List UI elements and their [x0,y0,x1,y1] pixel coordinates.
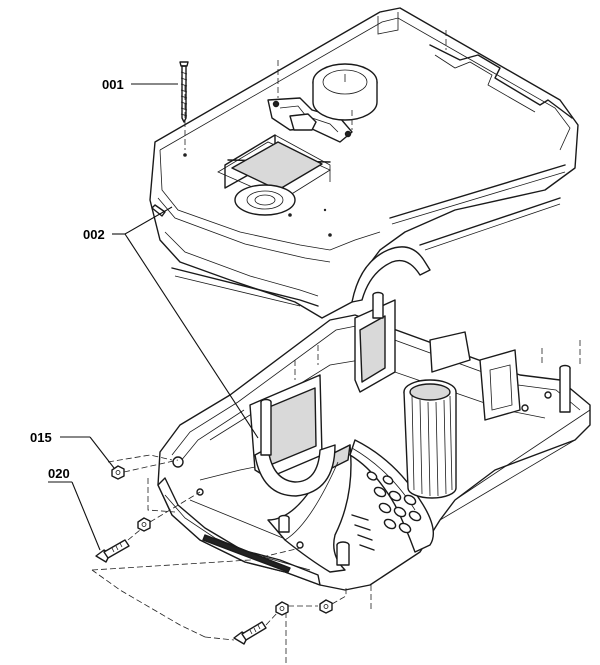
callout-label-002: 002 [83,227,105,242]
callout-002: 002 [83,206,259,439]
callout-label-001: 001 [102,77,124,92]
callout-020: 020 [48,466,101,551]
nut-015-a [111,465,125,480]
post-left [260,398,272,456]
callout-label-015: 015 [30,430,52,445]
callout-015: 015 [30,430,115,469]
bolt-020-a [95,539,130,563]
screw-001 [179,61,189,123]
callout-label-020: 020 [48,466,70,481]
nut-015-c [275,601,289,616]
bolt-020-b [233,621,267,645]
lower-housing [157,291,591,665]
cylinder-boss-front [234,184,296,216]
post-center [372,291,384,319]
top-cover [149,7,579,319]
post-front [336,541,350,566]
post-front-left [278,514,290,533]
motor-housing [403,379,457,499]
nut-015-d [319,599,333,614]
post-right [559,364,571,413]
fastener-group [91,454,347,645]
cylinder-boss-rear [312,63,378,121]
callout-001: 001 [102,77,178,92]
nut-015-b [137,517,151,532]
